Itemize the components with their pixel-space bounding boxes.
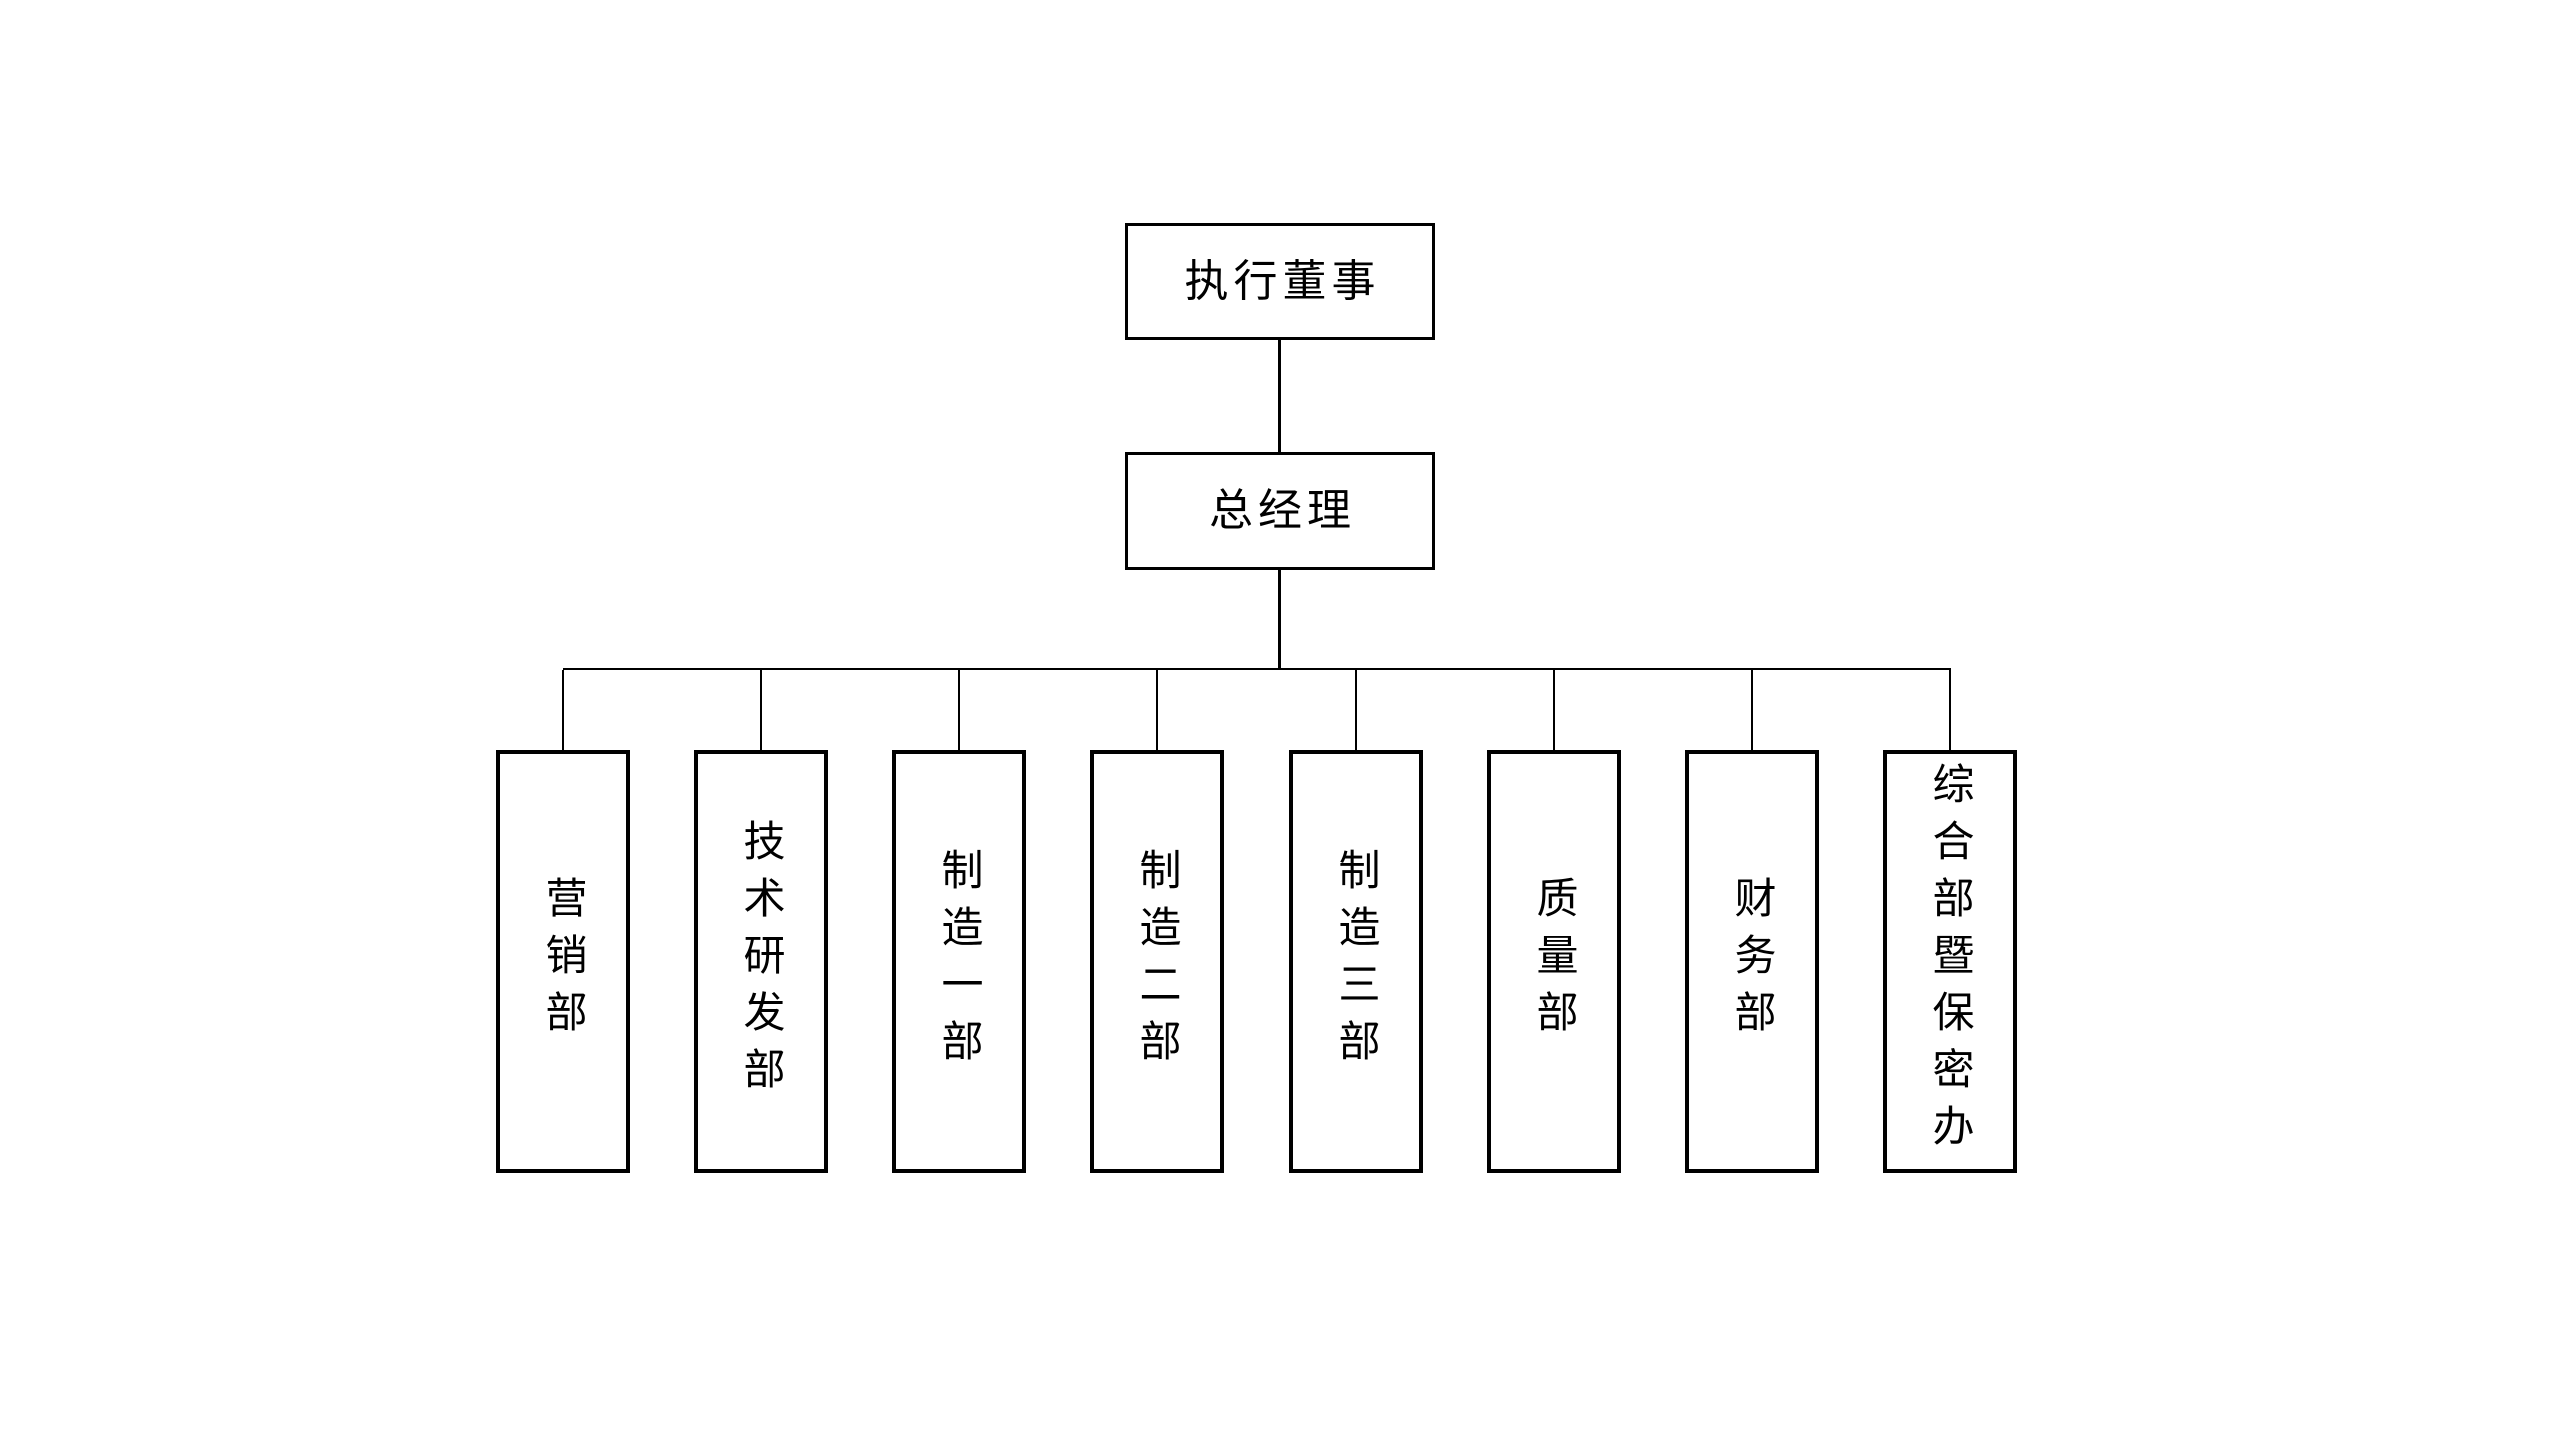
org-node-label: 总经理 [1209, 486, 1356, 535]
connector-drop-6 [1553, 670, 1555, 750]
org-node-label: 制造二部 [1134, 847, 1181, 1076]
connector-drop-8 [1949, 670, 1951, 750]
org-node-marketing-dept: 营销部 [496, 750, 630, 1173]
org-node-label: 质量部 [1531, 876, 1578, 1047]
org-node-general-affairs-confidentiality-office: 综合部暨保密办 [1883, 750, 2017, 1173]
org-node-label: 技术研发部 [738, 819, 785, 1104]
org-node-executive-director: 执行董事 [1125, 223, 1435, 340]
org-node-manufacturing-dept-2: 制造二部 [1090, 750, 1224, 1173]
org-node-label: 营销部 [540, 876, 587, 1047]
connector-drop-2 [760, 670, 762, 750]
org-node-general-manager: 总经理 [1125, 452, 1435, 570]
connector-drop-1 [562, 670, 564, 750]
connector-drop-4 [1156, 670, 1158, 750]
connector-drop-3 [958, 670, 960, 750]
org-node-label: 综合部暨保密办 [1927, 762, 1974, 1161]
connector-horizontal-bus [563, 668, 1951, 670]
org-node-manufacturing-dept-3: 制造三部 [1289, 750, 1423, 1173]
org-node-tech-rnd-dept: 技术研发部 [694, 750, 828, 1173]
connector-gm-to-bus [1278, 570, 1281, 670]
org-node-label: 财务部 [1729, 876, 1776, 1047]
org-node-manufacturing-dept-1: 制造一部 [892, 750, 1026, 1173]
org-node-label: 执行董事 [1184, 256, 1381, 306]
connector-drop-7 [1751, 670, 1753, 750]
org-node-finance-dept: 财务部 [1685, 750, 1819, 1173]
org-node-label: 制造一部 [936, 847, 983, 1076]
org-node-label: 制造三部 [1333, 847, 1380, 1076]
connector-root-to-gm [1278, 340, 1281, 452]
connector-drop-5 [1355, 670, 1357, 750]
org-node-quality-dept: 质量部 [1487, 750, 1621, 1173]
